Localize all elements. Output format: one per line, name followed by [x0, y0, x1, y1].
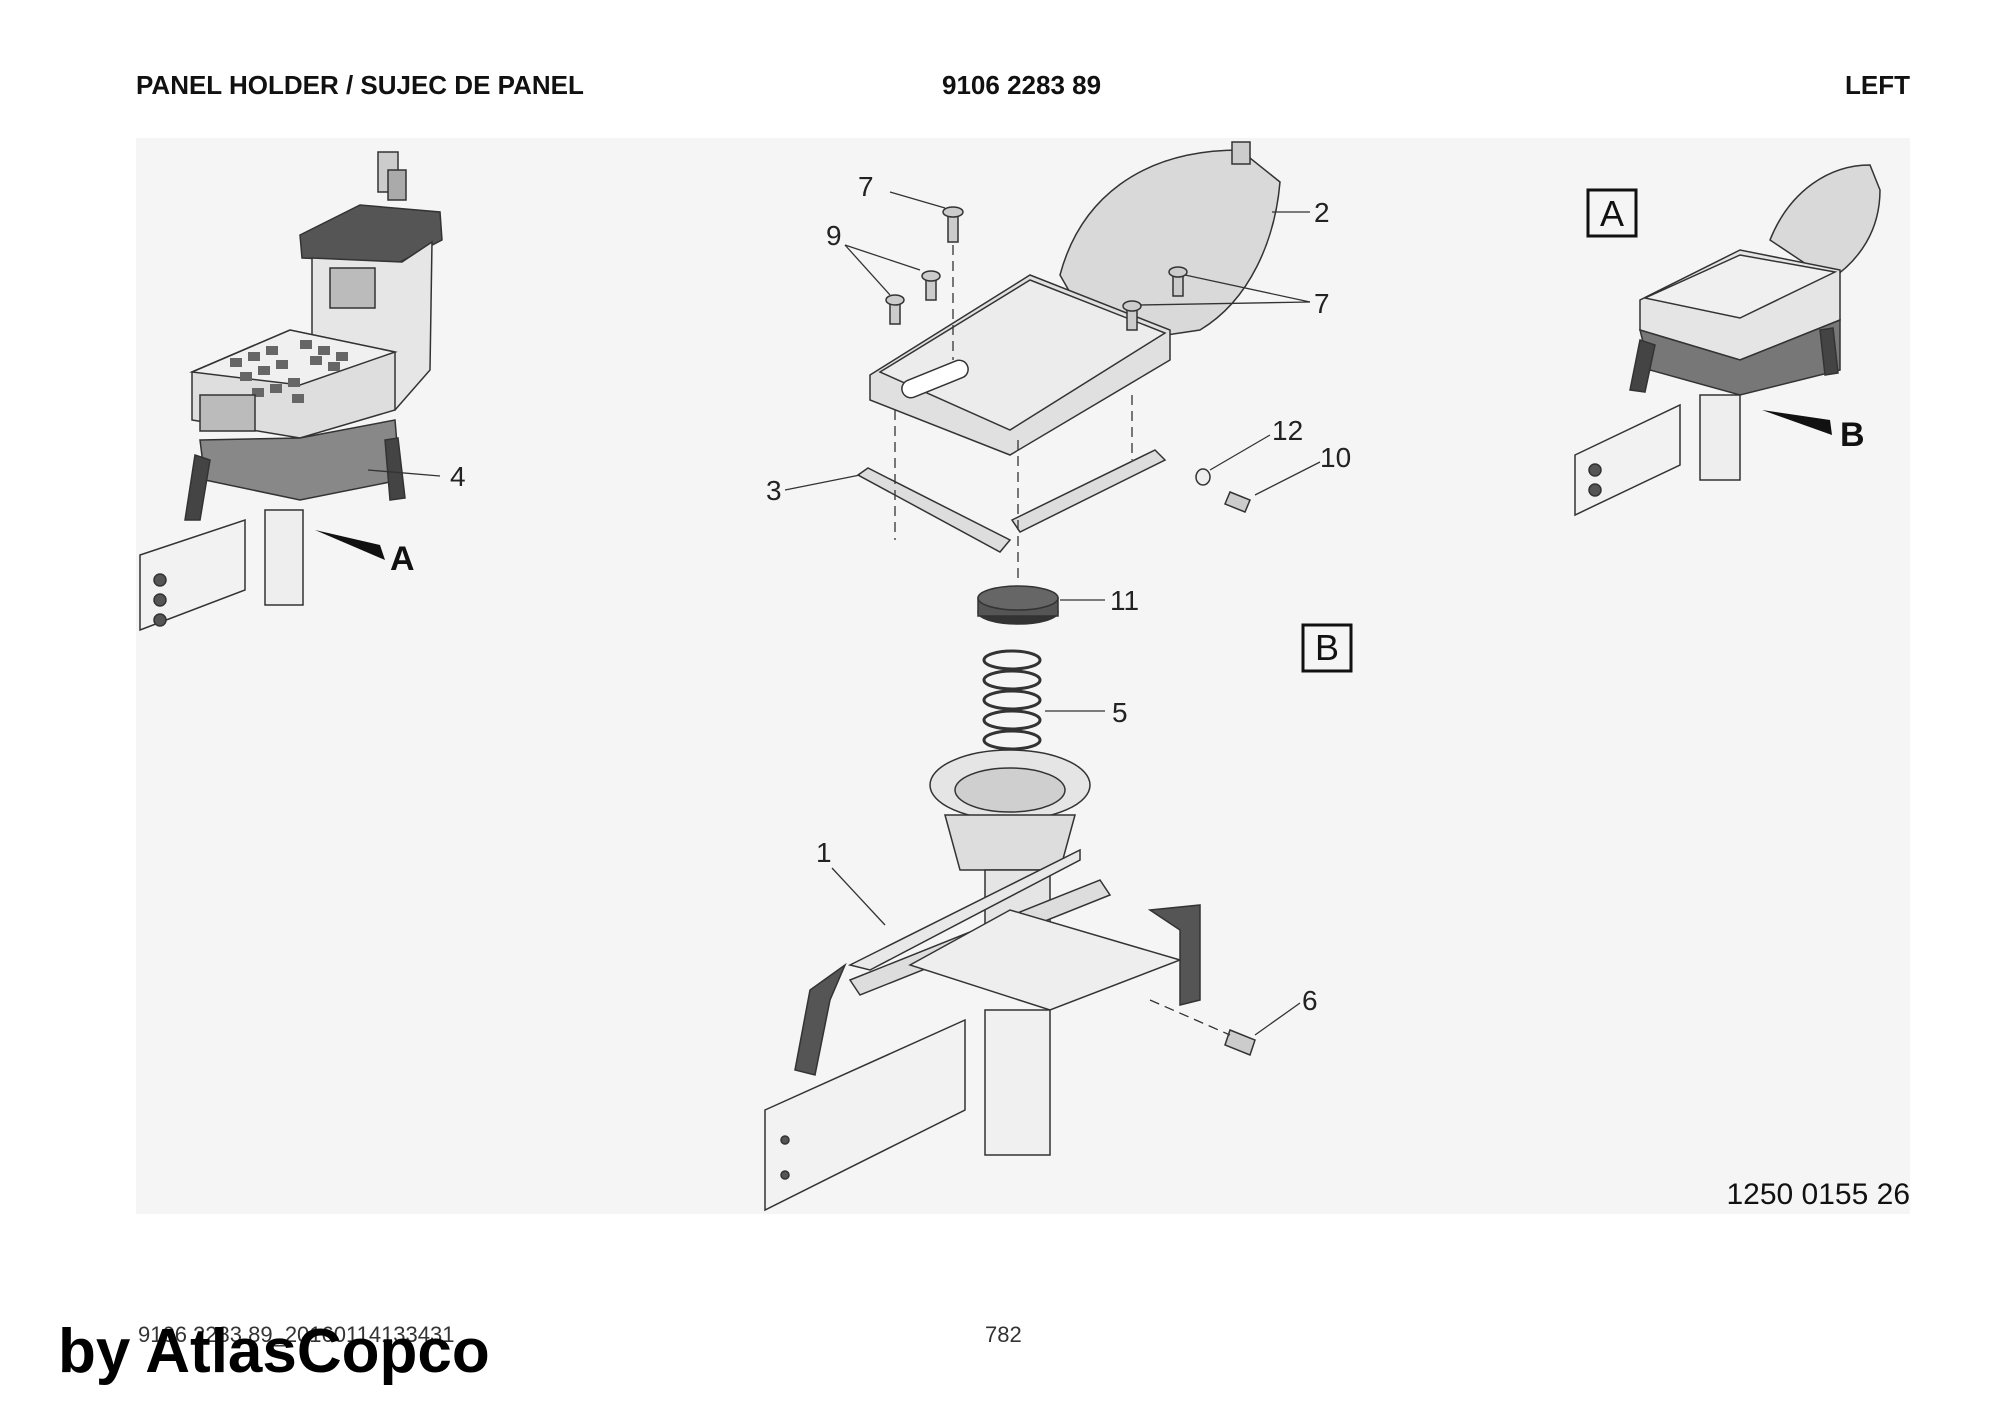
watermark-text: by AtlasCopco: [58, 1317, 490, 1386]
assembly-axes: [894, 245, 1231, 1036]
view-a-illustration: [1574, 164, 1881, 517]
callout-10: 10: [1320, 442, 1351, 473]
view-arrow-b: [1762, 410, 1832, 435]
exploded-assembly-illustration: [764, 141, 1281, 1212]
callout-6: 6: [1302, 985, 1318, 1016]
control-panel-illustration: [139, 151, 443, 632]
header-side: LEFT: [1845, 70, 1910, 100]
callout-12: 12: [1272, 415, 1303, 446]
callout-7-top: 7: [858, 171, 874, 202]
view-arrow-a: [315, 530, 385, 560]
view-box-a: [1586, 188, 1638, 238]
view-box-a-label: A: [1600, 193, 1624, 234]
callout-2: 2: [1314, 197, 1330, 228]
view-box-b-label: B: [1315, 627, 1339, 668]
callout-4: 4: [450, 461, 466, 492]
view-arrow-b-label: B: [1840, 416, 1865, 454]
header-title: PANEL HOLDER / SUJEC DE PANEL: [136, 70, 584, 100]
drawing-code: 1250 0155 26: [1726, 1178, 1910, 1211]
view-box-b: [1301, 623, 1353, 673]
header-part-number: 9106 2283 89: [942, 70, 1102, 100]
callout-7-right: 7: [1314, 288, 1330, 319]
callout-1: 1: [816, 837, 832, 868]
footer-document-id: 9106 2283 89_20160114133431: [138, 1322, 455, 1347]
callout-3: 3: [766, 475, 782, 506]
view-arrow-a-label: A: [390, 540, 415, 578]
leader-lines: [367, 191, 1321, 1036]
callout-5: 5: [1112, 697, 1128, 728]
callout-11: 11: [1110, 585, 1139, 616]
callout-9: 9: [826, 220, 842, 251]
page-number: 782: [985, 1322, 1022, 1347]
